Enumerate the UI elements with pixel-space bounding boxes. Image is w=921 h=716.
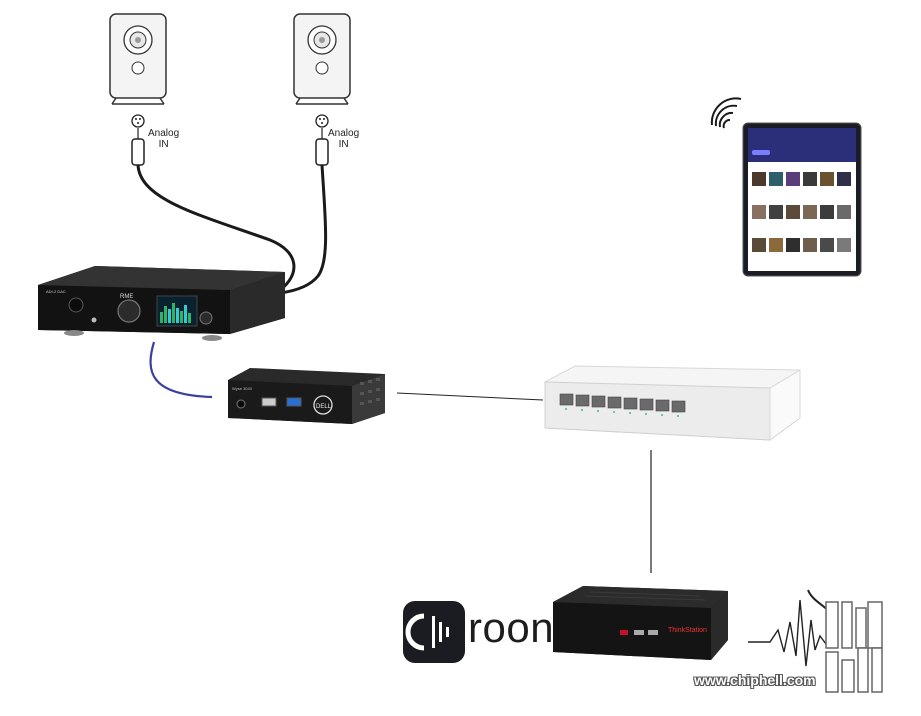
ethernet-line-thin-client (396, 392, 544, 401)
tablet-device (742, 122, 862, 277)
thin-client-brand-label: DELL (316, 404, 332, 410)
thinkstation-server: ThinkStation (553, 586, 728, 660)
server-brand-label: ThinkStation (668, 627, 707, 634)
dac-spectrum-display (160, 303, 191, 323)
thin-client-model-label: Wyse 3040 (232, 386, 253, 391)
right-analog-in-label: Analog IN (328, 128, 360, 150)
roon-wordmark: roon (468, 604, 555, 651)
analog-cable-right (279, 164, 328, 295)
right-speaker (293, 13, 351, 105)
dac-device: RME ADI-2 DAC (38, 266, 285, 341)
analog-cable-left (136, 164, 296, 292)
watermark-url: www.chiphell.com (694, 672, 816, 688)
left-speaker (109, 13, 167, 105)
switch-ports (559, 393, 686, 413)
dac-brand-label: RME (120, 294, 133, 300)
xlr-connector-icon-left (131, 114, 145, 166)
thin-client-device: DELL Wyse 3040 (228, 368, 385, 424)
network-switch (544, 365, 801, 441)
usb-cable (149, 341, 213, 399)
dac-model-label: ADI-2 DAC (46, 289, 66, 294)
chiphell-watermark-logo (748, 589, 883, 693)
xlr-connector-icon-right (315, 114, 329, 166)
album-grid (752, 172, 851, 252)
roon-logo (403, 601, 465, 663)
wifi-icon (710, 97, 742, 129)
left-analog-in-label: Analog IN (148, 128, 180, 150)
